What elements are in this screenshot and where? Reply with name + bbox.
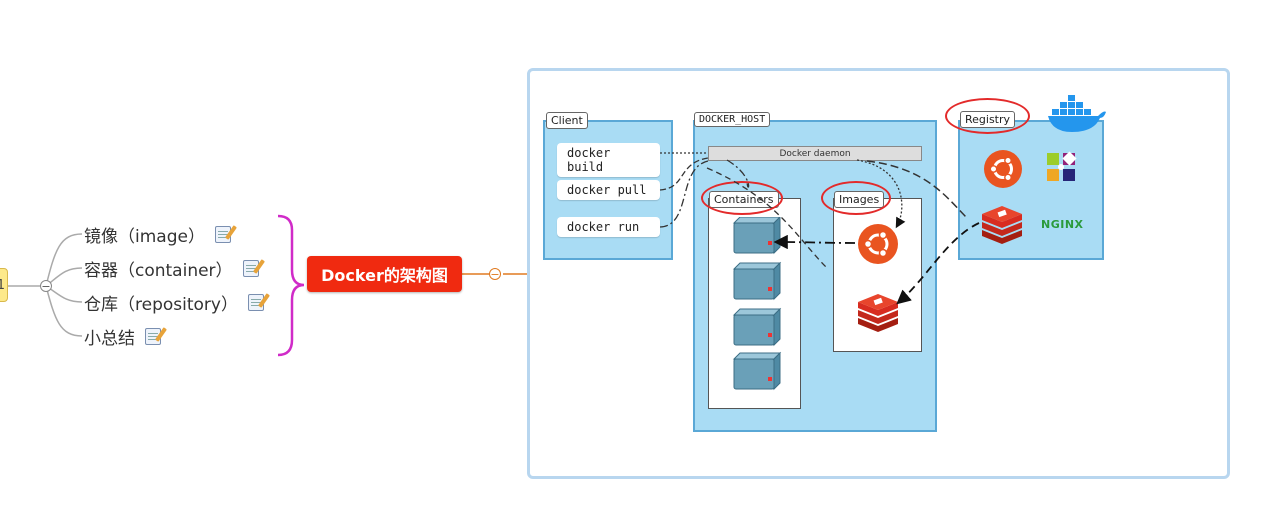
- nginx-logo: NGINX: [1041, 218, 1084, 231]
- topic-repository[interactable]: 仓库（repository）: [84, 290, 264, 315]
- images-highlight-ring: [821, 181, 891, 215]
- container-icon: [732, 307, 782, 347]
- docker-host-label: DOCKER_HOST: [694, 112, 771, 127]
- container-icon: [732, 217, 781, 255]
- central-topic-label: Docker的架构图: [321, 266, 448, 285]
- registry-centos-icon: [1047, 151, 1077, 181]
- command-docker-build: docker build: [557, 143, 660, 177]
- topic-label: 容器（container）: [84, 260, 233, 281]
- note-icon[interactable]: [145, 327, 161, 345]
- registry-redis-icon: [982, 206, 1022, 244]
- registry-highlight-ring: [945, 98, 1030, 134]
- client-label: Client: [546, 112, 588, 129]
- containers-highlight-ring: [701, 181, 783, 215]
- note-icon[interactable]: [242, 259, 259, 277]
- command-docker-pull: docker pull: [557, 180, 660, 200]
- parent-topic-text: 1: [0, 277, 5, 293]
- topic-container[interactable]: 容器（container）: [84, 256, 259, 281]
- parent-topic-node[interactable]: 1: [0, 268, 8, 302]
- topic-summary[interactable]: 小总结: [84, 324, 161, 349]
- note-icon[interactable]: [247, 293, 264, 311]
- collapse-toggle-right[interactable]: −: [489, 267, 501, 281]
- docker-daemon-label: Docker daemon: [779, 148, 851, 159]
- command-docker-run: docker run: [557, 217, 660, 237]
- collapse-toggle-left[interactable]: −: [40, 279, 52, 293]
- topic-label: 仓库（repository）: [84, 294, 238, 315]
- container-stack-icons: [732, 217, 782, 391]
- central-topic[interactable]: Docker的架构图: [307, 256, 462, 292]
- docker-whale-icon: [1048, 95, 1106, 132]
- note-icon[interactable]: [214, 225, 231, 243]
- registry-box: [958, 120, 1104, 260]
- container-icon: [732, 261, 782, 301]
- topic-image[interactable]: 镜像（image）: [84, 222, 231, 247]
- container-icon: [732, 351, 782, 391]
- registry-ubuntu-icon: [984, 150, 1022, 188]
- topic-label: 小总结: [84, 328, 135, 349]
- ubuntu-image-icon: [858, 224, 898, 264]
- redis-image-icon: [858, 294, 898, 332]
- docker-daemon-bar: Docker daemon: [708, 146, 922, 161]
- topic-label: 镜像（image）: [84, 226, 205, 247]
